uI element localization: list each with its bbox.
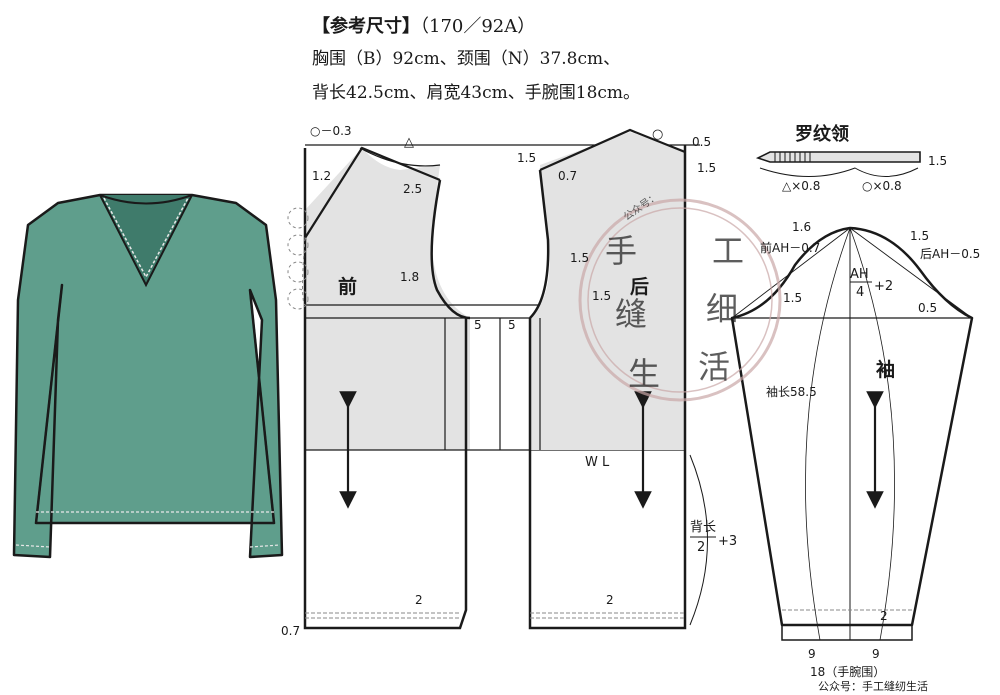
dim-1-5-a: 1.5 [517,151,536,165]
rib-collar-piece [755,151,921,177]
watermark-char-2: 缝 [615,295,647,333]
watermark-seal [578,198,782,402]
cuff-label: 18（手腕围） [810,664,885,679]
spec-heading: 【参考尺寸】 [312,16,420,37]
spec-size: （170／92A） [420,16,536,37]
back-length-denominator: 2 [697,540,705,555]
triangle-mark: △ [404,135,414,150]
ah-plus: +2 [874,279,893,294]
watermark-char-3: 生 [628,355,660,393]
dim-1-8: 1.8 [400,270,419,284]
collar-dim-a: △×0.8 [782,179,820,193]
dim-1-5-e: 1.5 [910,229,929,243]
dim-2-c: 2 [880,609,888,623]
back-bodice-piece [499,128,708,630]
back-ah-label: 后AH－0.5 [920,247,980,261]
dim-5-a: 5 [474,318,482,332]
dim-2-5: 2.5 [403,182,422,196]
ah-numerator: AH [850,267,869,282]
dim-9-a: 9 [808,647,816,661]
spec-measurements-line-2: 背长42.5cm、肩宽43cm、手腕围18cm。 [312,83,641,103]
watermark-char-4: 工 [712,232,744,270]
dim-9-b: 9 [872,647,880,661]
watermark-char-1: 手 [605,232,637,270]
dim-1-5-d: 1.5 [697,161,716,175]
spec-measurements-line-1: 胸围（B）92cm、颈围（N）37.8cm、 [312,49,621,69]
collar-title: 罗纹领 [795,123,849,145]
back-length-numerator: 背长 [690,520,716,535]
dim-1-5-c: 1.5 [592,289,611,303]
dim-5-b: 5 [508,318,516,332]
dim-0-5-b: 0.5 [918,301,937,315]
watermark-char-6: 活 [698,348,730,386]
ah-denominator: 4 [856,285,864,300]
dim-1-5-b: 1.5 [570,251,589,265]
watermark-footer: 公众号：手工缝纫生活 [818,679,928,693]
sleeve-length-label: 袖长58.5 [766,384,817,399]
front-bodice-piece [287,144,700,630]
waist-line-label: W L [585,455,610,470]
collar-1-5: 1.5 [928,154,947,168]
dim-neck-drop: ○－0.3 [310,124,352,138]
back-length-plus: +3 [718,534,737,549]
dim-0-5: 0.5 [692,135,711,149]
dim-2-a: 2 [415,593,423,607]
dim-1-2: 1.2 [312,169,331,183]
sleeve-label: 袖 [876,358,895,381]
v-neck-sweater-icon [12,193,284,559]
dim-1-5-f: 1.5 [783,291,802,305]
watermark-char-5: 细 [706,290,738,328]
dim-1-6: 1.6 [792,220,811,234]
circle-mark: ○ [652,127,663,142]
dim-0-7-hem: 0.7 [281,624,300,638]
sleeve-piece [730,226,974,641]
spec-title: 【参考尺寸】（170／92A） [312,12,535,38]
front-label: 前 [338,275,357,298]
front-ah-label: 前AH－0.7 [760,240,820,255]
dim-0-7: 0.7 [558,169,577,183]
dim-2-b: 2 [606,593,614,607]
collar-dim-b: ○×0.8 [862,179,902,193]
back-label: 后 [630,276,649,298]
